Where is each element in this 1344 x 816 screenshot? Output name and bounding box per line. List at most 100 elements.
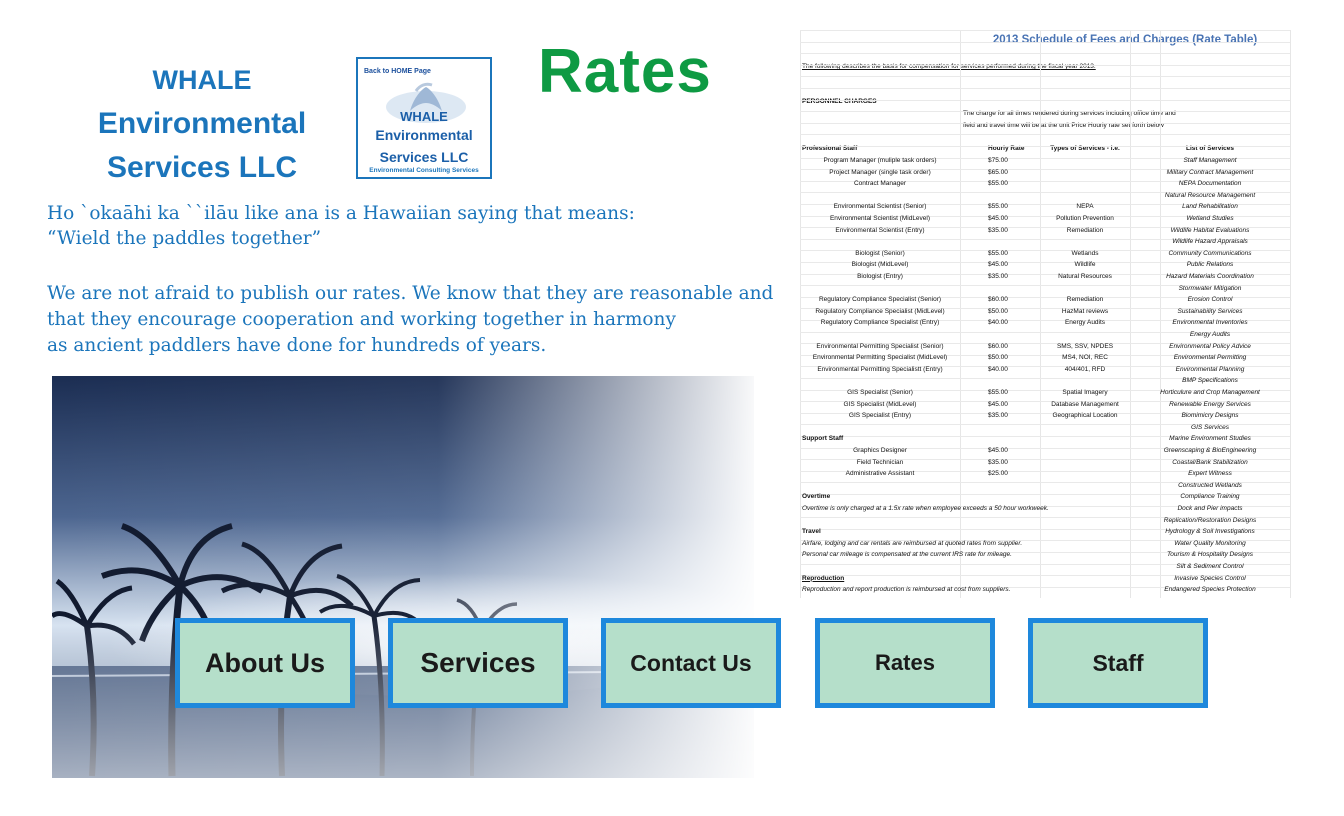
rate-table-grid-row bbox=[800, 157, 1290, 159]
service-list-item: Community Communications bbox=[1168, 249, 1252, 257]
personnel-heading: PERSONNEL CHARGES bbox=[802, 98, 877, 105]
staff-position: Environmental Permitting Specialist (Mid… bbox=[812, 354, 948, 362]
intro-line2: that they encourage cooperation and work… bbox=[47, 309, 676, 330]
nav-button-staff[interactable]: Staff bbox=[1028, 618, 1208, 708]
service-list-item: NEPA Documentation bbox=[1178, 180, 1242, 188]
service-list-item: Environmental Inventories bbox=[1172, 319, 1248, 327]
rate-table-title: 2013 Schedule of Fees and Charges (Rate … bbox=[992, 34, 1258, 46]
rate-table-grid-row bbox=[800, 389, 1290, 391]
staff-position: Regulatory Compliance Specialist (Entry) bbox=[820, 319, 940, 327]
service-list-item: Hydrology & Soil Investigations bbox=[1165, 528, 1255, 536]
hourly-rate: $50.00 bbox=[988, 354, 1008, 362]
rate-table-grid-row bbox=[800, 320, 1290, 321]
rate-table-grid-row bbox=[800, 331, 1290, 333]
hourly-rate: $60.00 bbox=[988, 342, 1008, 350]
company-name: WHALE Environmental Services LLC bbox=[62, 58, 342, 190]
whale-tail-icon bbox=[386, 82, 466, 123]
hourly-rate: $40.00 bbox=[988, 319, 1008, 327]
service-list-item: Wildlife Habitat Evaluations bbox=[1170, 226, 1250, 234]
service-list-item: Coastal/Bank Stabilization bbox=[1172, 458, 1248, 466]
staff-position: Contract Manager bbox=[853, 180, 907, 188]
rate-table-grid-row bbox=[800, 517, 1290, 519]
rate-table-grid-row bbox=[800, 146, 1290, 147]
service-type: 404/401, RFD bbox=[1064, 365, 1106, 373]
service-list-item: Stormwater Mitigation bbox=[1178, 284, 1242, 292]
staff-position: Project Manager (single task order) bbox=[829, 168, 931, 176]
nav-button-rates[interactable]: Rates bbox=[815, 618, 995, 708]
service-list-item: Silt & Sediment Control bbox=[1176, 563, 1244, 570]
rate-table-grid-row bbox=[800, 238, 1290, 240]
rate-table-grid-row bbox=[800, 250, 1290, 252]
rate-table-grid-row bbox=[800, 482, 1290, 484]
hourly-rate: $25.00 bbox=[988, 470, 1008, 478]
hourly-rate: $60.00 bbox=[988, 296, 1008, 304]
service-list-item: Wildlife Hazard Appraisals bbox=[1172, 238, 1248, 246]
rate-table-grid-column bbox=[1130, 30, 1131, 598]
nav-button-services[interactable]: Services bbox=[388, 618, 568, 708]
staff-position: Program Manager (muliple task orders) bbox=[823, 157, 937, 164]
hourly-rate: $50.00 bbox=[988, 307, 1008, 315]
rate-table-grid-row bbox=[800, 563, 1290, 565]
travel-note: Airfare, lodging and car rentals are rei… bbox=[802, 539, 1023, 547]
rate-table: 2013 Schedule of Fees and Charges (Rate … bbox=[800, 30, 1291, 598]
company-name-line2: Environmental bbox=[97, 107, 307, 140]
home-logo-link[interactable]: Back to HOME Page WHALE Environmental Se… bbox=[356, 57, 492, 179]
service-type: Natural Resources bbox=[1058, 273, 1112, 280]
staff-position: Environmental Scientist (MidLevel) bbox=[829, 215, 931, 222]
rate-table-grid-row bbox=[800, 192, 1290, 194]
service-list-item: Sustainability Services bbox=[1177, 307, 1243, 315]
overtime-heading: Overtime bbox=[802, 493, 831, 501]
service-list-item: Public Relations bbox=[1186, 261, 1234, 269]
service-list-item: Energy Audits bbox=[1189, 331, 1231, 338]
service-list-item: Staff Management bbox=[1183, 157, 1237, 164]
rate-table-grid-row bbox=[800, 296, 1290, 298]
service-list-item: Tourism & Hospitality Designs bbox=[1166, 551, 1254, 559]
hourly-rate: $65.00 bbox=[988, 168, 1008, 176]
rate-table-grid-row bbox=[800, 505, 1290, 507]
staff-position: Field Technician bbox=[856, 458, 904, 466]
staff-position: GIS Specialist (MidLevel) bbox=[843, 400, 917, 408]
rate-table-grid-column bbox=[1290, 30, 1291, 598]
logo-tagline: Environmental Consulting Services bbox=[369, 167, 479, 174]
service-list-item: Expert Witness bbox=[1188, 470, 1232, 478]
personnel-note-line1: The charge for all times rendered during… bbox=[963, 110, 1176, 117]
service-type: Remediation bbox=[1066, 226, 1104, 234]
nav-button-about-us[interactable]: About Us bbox=[175, 618, 355, 708]
hourly-rate: $45.00 bbox=[988, 400, 1008, 408]
staff-position: Regulatory Compliance Specialist (MidLev… bbox=[815, 307, 945, 315]
nav-button-contact-us[interactable]: Contact Us bbox=[601, 618, 781, 708]
service-list-item: Compliance Training bbox=[1180, 493, 1240, 501]
rate-table-grid-row bbox=[800, 366, 1290, 368]
staff-position: Biologist (MidLevel) bbox=[851, 261, 909, 269]
rate-table-grid-row bbox=[800, 378, 1290, 379]
service-type: Geographical Location bbox=[1052, 412, 1118, 420]
service-list-item: BMP Specifications bbox=[1182, 377, 1238, 385]
rate-table-grid-row bbox=[800, 412, 1290, 414]
rate-table-grid-row bbox=[800, 227, 1290, 229]
service-type: MS4, NOI, REC bbox=[1062, 354, 1108, 362]
rate-table-grid-row bbox=[800, 273, 1290, 275]
service-list-item: Military Contract Management bbox=[1166, 168, 1254, 176]
rate-table-grid-row bbox=[800, 169, 1290, 171]
service-list-item: GIS Services bbox=[1191, 423, 1229, 431]
service-type: NEPA bbox=[1076, 203, 1094, 211]
hourly-rate: $35.00 bbox=[988, 226, 1008, 234]
rate-table-grid-row bbox=[800, 528, 1290, 530]
service-list-item: Invasive Species Control bbox=[1174, 574, 1246, 582]
rate-table-grid-row bbox=[800, 552, 1290, 553]
intro-line1: We are not afraid to publish our rates. … bbox=[47, 283, 774, 304]
logo-text-line1: WHALE bbox=[400, 109, 448, 124]
service-list-item: Natural Resource Management bbox=[1164, 191, 1256, 199]
rate-table-grid-row bbox=[800, 53, 1290, 55]
rate-table-grid-row bbox=[800, 575, 1290, 577]
service-type: Wetlands bbox=[1071, 249, 1099, 257]
staff-position: Environmental Permitting Specialistt (En… bbox=[817, 365, 943, 373]
rate-table-grid-row bbox=[800, 436, 1290, 437]
rate-table-grid-row bbox=[800, 459, 1290, 461]
rate-table-grid-row bbox=[800, 470, 1290, 472]
palm-trees-image bbox=[52, 376, 754, 778]
rate-table-grid-row bbox=[800, 122, 1290, 124]
staff-position: Graphics Designer bbox=[853, 447, 907, 454]
staff-position: Biologist (Senior) bbox=[855, 249, 905, 257]
staff-position: GIS Specialist (Senior) bbox=[847, 389, 913, 396]
